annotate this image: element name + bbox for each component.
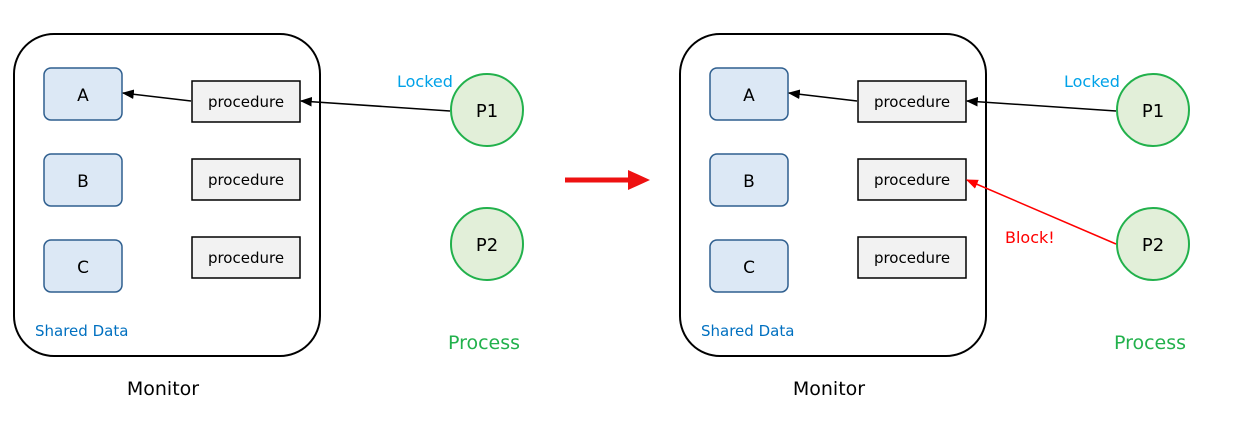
procedure-label-2: procedure [208,171,284,189]
block-label: Block! [1005,228,1055,247]
procedure-box-2 [857,158,967,201]
p1-to-procedure-arrow [965,96,1117,112]
shared-data-label: Shared Data [701,322,794,340]
data-box-b [709,153,789,207]
process-p2-label: P2 [476,235,498,256]
process-p2 [1116,207,1190,281]
process-label: Process [448,332,520,354]
left-panel: A B C procedure procedure procedure Shar… [13,33,524,400]
data-box-c-label: C [77,258,89,278]
procedure-box-3 [857,236,967,279]
procedure-label-1: procedure [208,93,284,111]
data-box-b-label: B [743,172,755,192]
process-p2-label: P2 [1142,235,1164,256]
process-label: Process [1114,332,1186,354]
p2-block-arrow [965,179,1117,245]
monitor-label: Monitor [127,378,199,400]
procedure-label-3: procedure [208,249,284,267]
right-panel: A B C procedure procedure procedure Shar… [679,33,1190,400]
data-box-b [43,153,123,207]
procedure-box-1 [857,80,967,123]
transition-arrow [565,170,650,190]
process-p2 [450,207,524,281]
procedure-label-2: procedure [874,171,950,189]
data-box-b-label: B [77,172,89,192]
monitor-label: Monitor [793,378,865,400]
procedure-box-2 [191,158,301,201]
data-box-c [43,239,123,293]
process-p1-label: P1 [476,101,498,122]
data-box-c [709,239,789,293]
process-p1 [1116,73,1190,147]
data-box-a-label: A [743,86,755,106]
locked-label: Locked [1064,72,1120,91]
procedure-label-3: procedure [874,249,950,267]
procedure-to-a-arrow [787,89,858,102]
data-box-c-label: C [743,258,755,278]
procedure-to-a-arrow [121,89,192,102]
process-p1 [450,73,524,147]
procedure-box-3 [191,236,301,279]
procedure-box-1 [191,80,301,123]
procedure-label-1: procedure [874,93,950,111]
data-box-a-label: A [77,86,89,106]
process-p1-label: P1 [1142,101,1164,122]
locked-label: Locked [397,72,453,91]
p1-to-procedure-arrow [299,96,451,112]
shared-data-label: Shared Data [35,322,128,340]
